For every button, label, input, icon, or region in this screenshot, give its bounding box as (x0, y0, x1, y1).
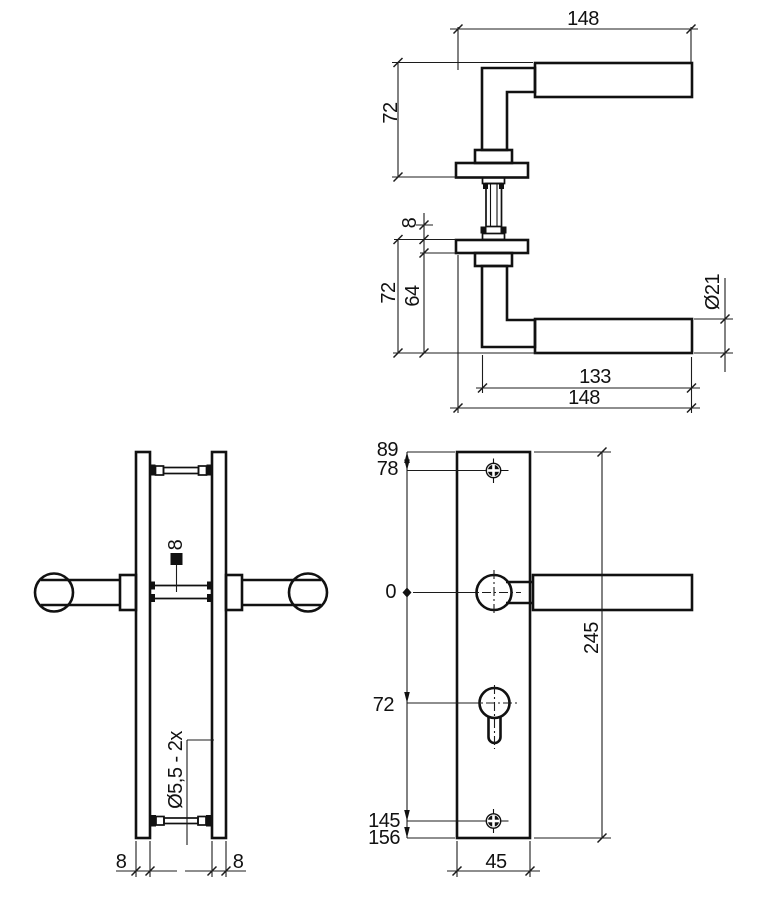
bottom-screw-head (486, 814, 500, 828)
ordinate-plate-bottom-label: 156 (368, 827, 400, 849)
square-symbol (170, 553, 183, 565)
plate-edge-labels: 8 Ø5,5 - 2x 8 8 (116, 539, 245, 873)
dim-spindle-square-label: 8 (165, 539, 187, 550)
arrow-down-78 (404, 459, 410, 471)
bottom-screw-side (149, 815, 213, 827)
dim-screw-holes-label: Ø5,5 - 2x (165, 731, 187, 809)
dim-total-length-bottom-label: 148 (568, 387, 600, 409)
right-grip-end (287, 572, 329, 613)
right-collar (224, 573, 244, 612)
screw-hole-leader (186, 739, 214, 845)
dim-left-plate-thickness-label: 8 (116, 851, 127, 873)
handle-side-labels: 148 72 8 72 64 Ø21 133 148 (378, 8, 724, 409)
ordinate-cylinder-label: 72 (373, 694, 395, 716)
lower-neck (473, 251, 514, 268)
plate-front-labels: 89 78 0 72 145 156 245 45 (368, 439, 603, 873)
plate-front-view: 89 78 0 72 145 156 245 45 (368, 439, 694, 877)
left-plate (134, 450, 152, 840)
ordinate-handle-center-label: 0 (385, 581, 396, 603)
ordinate-top-screw-label: 78 (377, 458, 399, 480)
arrow-down-72 (404, 692, 410, 703)
dim-plate-width-label: 45 (485, 851, 507, 873)
upper-neck (473, 148, 514, 165)
dim-upper-height-label: 72 (380, 102, 402, 124)
right-grip-bar (242, 578, 321, 607)
dim-grip-length-label: 133 (579, 366, 611, 388)
dim-right-plate-thickness-label: 8 (233, 851, 244, 873)
plate-edge-dimensions (116, 553, 246, 877)
arrow-down-145 (404, 810, 410, 821)
lower-rosette (454, 238, 530, 255)
upper-rosette (454, 161, 530, 179)
ordinate-bottom-screw-label: 145 (368, 810, 400, 832)
handle-side-dimensions (392, 23, 733, 414)
left-grip-end (33, 572, 75, 613)
lower-grip (533, 317, 694, 355)
arrow-down-156 (404, 827, 410, 838)
dim-spindle-offset-label: 8 (399, 217, 421, 228)
lower-arm (480, 264, 537, 349)
left-collar (118, 573, 138, 612)
right-plate (210, 450, 228, 840)
plate-edge-view: 8 Ø5,5 - 2x 8 8 (33, 450, 329, 877)
left-grip-bar (41, 578, 120, 607)
backplate (455, 450, 532, 840)
handle-neck (506, 580, 533, 605)
plate-front-object-lines (455, 450, 694, 840)
plate-front-dimensions (402, 446, 611, 877)
dim-plate-height-label: 245 (581, 622, 603, 654)
dim-grip-diameter-label: Ø21 (702, 273, 724, 310)
dim-lower-height-label: 72 (378, 282, 400, 304)
spindle-side (149, 581, 213, 602)
spindle (480, 176, 507, 241)
dim-inner-height-label: 64 (402, 285, 424, 307)
upper-grip (533, 61, 694, 99)
origin-diamond (402, 587, 412, 598)
plate-edge-object-lines (33, 450, 329, 840)
handle-side-object-lines (454, 61, 694, 355)
ordinate-plate-top-label: 89 (377, 439, 399, 461)
top-screw-head (486, 463, 500, 477)
handle-side-view: 148 72 8 72 64 Ø21 133 148 (378, 8, 733, 414)
handle-grip-front (531, 573, 694, 612)
top-screw-side (149, 464, 213, 476)
dim-total-length-top-label: 148 (567, 8, 599, 30)
upper-arm (480, 66, 537, 152)
plate-front-centerlines (465, 458, 521, 833)
